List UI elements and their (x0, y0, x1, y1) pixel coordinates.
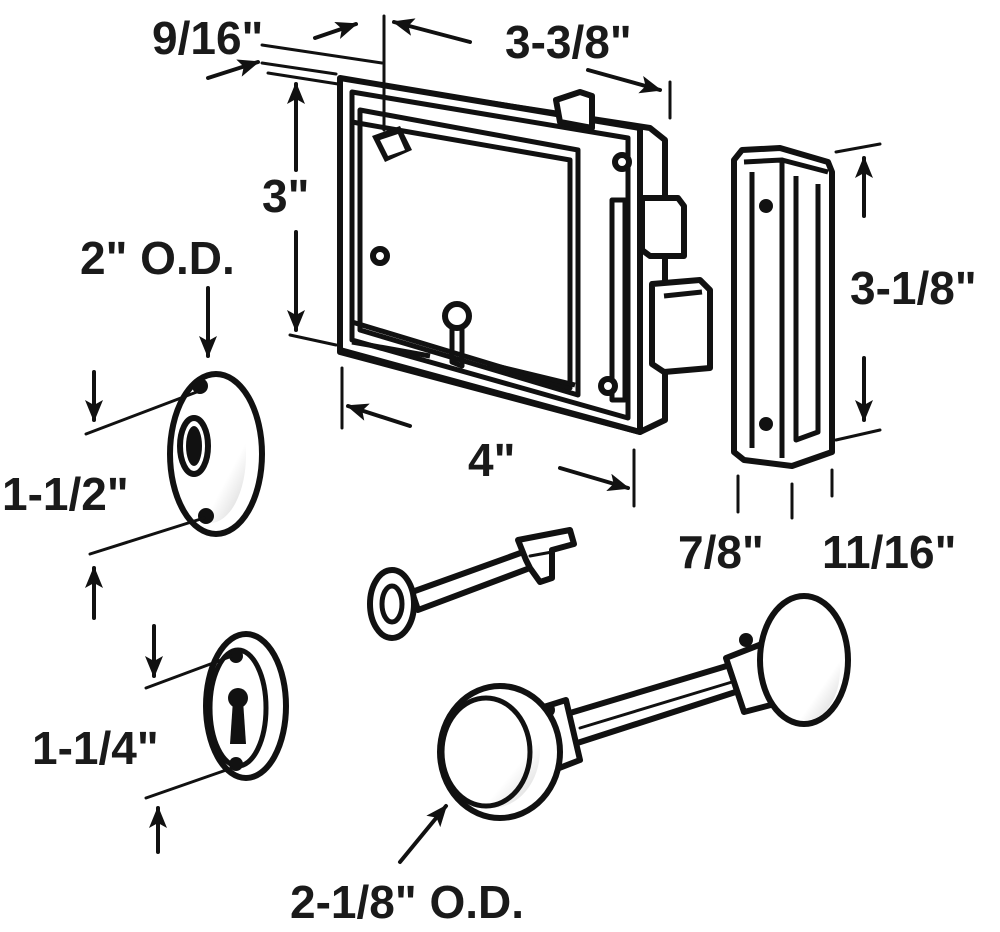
door-knobs (437, 593, 851, 821)
skeleton-key (367, 527, 577, 641)
keyhole-escutcheon (203, 631, 289, 781)
rim-lock-body (337, 75, 713, 435)
keeper-strike (731, 145, 835, 469)
label-keeper-width: 11/16" (822, 526, 956, 578)
label-height: 3" (262, 170, 309, 222)
keeper-dimension-lines (736, 142, 882, 520)
body-dimension-lines (206, 14, 672, 508)
label-rose-hole: 1-1/2" (2, 468, 129, 520)
label-width-top: 3-3/8" (505, 16, 632, 68)
label-keeper-height: 3-1/8" (850, 262, 977, 314)
rose-dimension-lines (84, 286, 217, 620)
label-backset: 9/16" (152, 12, 263, 64)
knob-rose (167, 371, 265, 537)
label-rose-od: 2" O.D. (80, 232, 235, 284)
label-knob-od: 2-1/8" O.D. (290, 876, 524, 928)
label-escutcheon: 1-1/4" (32, 722, 159, 774)
label-keeper-depth: 7/8" (678, 526, 764, 578)
knob-dimension-lines (398, 804, 448, 864)
label-width-bottom: 4" (468, 434, 515, 486)
escutcheon-dimension-lines (144, 624, 234, 854)
